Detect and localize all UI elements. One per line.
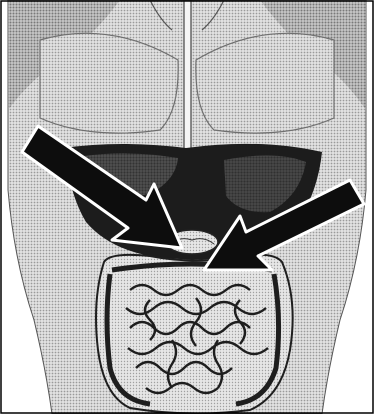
esophagus: [184, 0, 191, 160]
intestines: [96, 255, 293, 414]
